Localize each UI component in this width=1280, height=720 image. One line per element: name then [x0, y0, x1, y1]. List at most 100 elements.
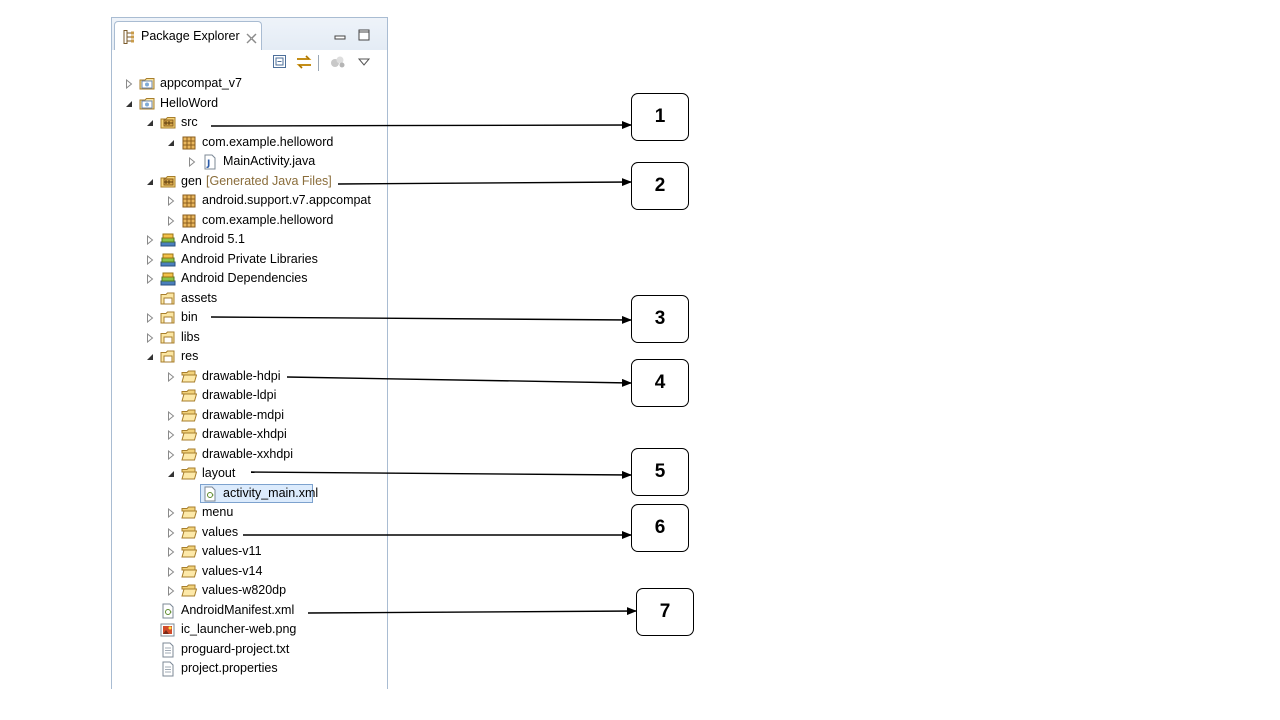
open-folder-icon: [181, 564, 198, 580]
package-icon: [181, 135, 197, 151]
tree-item-label: assets: [181, 291, 218, 305]
package-explorer-tab[interactable]: Package Explorer: [114, 21, 262, 50]
collapsed-arrow-icon[interactable]: [167, 367, 175, 386]
collapsed-arrow-icon[interactable]: [146, 328, 154, 347]
tree-item-label: drawable-xxhdpi: [202, 447, 294, 461]
collapsed-arrow-icon[interactable]: [125, 74, 133, 93]
text-file-icon: [160, 642, 176, 658]
library-icon: [160, 232, 176, 248]
link-with-editor-icon[interactable]: [295, 53, 313, 76]
tree-item-label: activity_main.xml: [223, 486, 319, 500]
tree-item-label: src: [181, 115, 198, 129]
tree-item-label: Android Private Libraries: [181, 252, 318, 266]
callout-box-6: 6: [631, 504, 689, 552]
collapsed-arrow-icon[interactable]: [146, 250, 154, 269]
tree-item-label: HelloWord: [160, 96, 219, 110]
source-folder-icon: [160, 115, 176, 131]
tree-item-label: gen: [181, 174, 202, 188]
callout-box-5: 5: [631, 448, 689, 496]
tree-item-label: com.example.helloword: [202, 135, 334, 149]
tree-item-label: values-w820dp: [202, 583, 287, 597]
open-folder-icon: [181, 408, 198, 424]
collapsed-arrow-icon[interactable]: [167, 425, 175, 444]
tree-item-label: android.support.v7.appcompat: [202, 193, 371, 207]
callout-arrow-1: [210, 121, 632, 130]
collapsed-arrow-icon[interactable]: [167, 562, 175, 581]
focus-icon[interactable]: [330, 55, 346, 74]
open-folder-icon: [181, 466, 198, 482]
library-icon: [160, 271, 176, 287]
open-folder-icon: [181, 369, 198, 385]
expanded-arrow-icon[interactable]: [125, 94, 133, 113]
expanded-arrow-icon[interactable]: [146, 113, 154, 132]
collapsed-arrow-icon[interactable]: [167, 211, 175, 230]
close-icon[interactable]: [246, 31, 257, 49]
tree-item-label: proguard-project.txt: [181, 642, 290, 656]
folder-icon: [160, 291, 176, 307]
collapsed-arrow-icon[interactable]: [167, 503, 175, 522]
tree-item-label: values-v14: [202, 564, 263, 578]
tree-item-label: drawable-xhdpi: [202, 427, 287, 441]
collapsed-arrow-icon[interactable]: [167, 445, 175, 464]
open-folder-icon: [181, 427, 198, 443]
collapsed-arrow-icon[interactable]: [167, 542, 175, 561]
tree-item-label: layout: [202, 466, 236, 480]
tree-item-label: bin: [181, 310, 198, 324]
expanded-arrow-icon[interactable]: [167, 133, 175, 152]
collapsed-arrow-icon[interactable]: [167, 406, 175, 425]
open-folder-icon: [181, 544, 198, 560]
expanded-arrow-icon[interactable]: [167, 464, 175, 483]
text-file-icon: [160, 661, 176, 677]
tree-item-label: drawable-mdpi: [202, 408, 284, 422]
collapsed-arrow-icon[interactable]: [188, 152, 196, 171]
tree-item-label: appcompat_v7: [160, 76, 243, 90]
expanded-arrow-icon[interactable]: [146, 347, 154, 366]
callout-box-7: 7: [636, 588, 694, 636]
folder-icon: [160, 330, 176, 346]
collapse-all-icon[interactable]: [273, 55, 287, 74]
svg-text:J: J: [206, 159, 210, 169]
callout-arrow-2: [337, 178, 632, 187]
tree-item-decoration: [Generated Java Files]: [206, 174, 332, 188]
tree-item-label: com.example.helloword: [202, 213, 334, 227]
callout-arrow-5: [250, 470, 632, 479]
project-icon: [139, 76, 155, 92]
collapsed-arrow-icon[interactable]: [167, 523, 175, 542]
folder-icon: [160, 310, 176, 326]
tree-item-label: MainActivity.java: [223, 154, 316, 168]
callout-box-1: 1: [631, 93, 689, 141]
expanded-arrow-icon[interactable]: [146, 172, 154, 191]
open-folder-icon: [181, 447, 198, 463]
view-tab-bar: Package Explorer: [112, 18, 387, 50]
open-folder-icon: [181, 505, 198, 521]
image-file-icon: [160, 622, 176, 638]
package-explorer-panel: Package Explorer: [111, 17, 388, 689]
package-icon: [181, 193, 197, 209]
open-folder-icon: [181, 388, 198, 404]
tree-item-label: ic_launcher-web.png: [181, 622, 297, 636]
collapsed-arrow-icon[interactable]: [146, 269, 154, 288]
tree-item-label: values-v11: [202, 544, 262, 558]
java-file-icon: J: [202, 154, 218, 170]
collapsed-arrow-icon[interactable]: [167, 191, 175, 210]
minimize-icon[interactable]: [334, 28, 346, 46]
tree-item-label: values: [202, 525, 239, 539]
callout-arrow-3: [210, 315, 632, 324]
callout-box-3: 3: [631, 295, 689, 343]
view-menu-icon[interactable]: [357, 54, 371, 72]
tab-title: Package Explorer: [141, 29, 240, 43]
tree-item-label: Android Dependencies: [181, 271, 308, 285]
tree-item-label: Android 5.1: [181, 232, 245, 246]
collapsed-arrow-icon[interactable]: [146, 230, 154, 249]
collapsed-arrow-icon[interactable]: [167, 581, 175, 600]
collapsed-arrow-icon[interactable]: [146, 308, 154, 327]
xml-file-icon: [202, 486, 218, 502]
tree-item-label: res: [181, 349, 199, 363]
open-folder-icon: [181, 583, 198, 599]
tree-item-label: libs: [181, 330, 200, 344]
callout-arrow-7: [307, 607, 637, 616]
selection-highlight: [200, 484, 313, 503]
package-icon: [181, 213, 197, 229]
maximize-icon[interactable]: [358, 28, 370, 46]
